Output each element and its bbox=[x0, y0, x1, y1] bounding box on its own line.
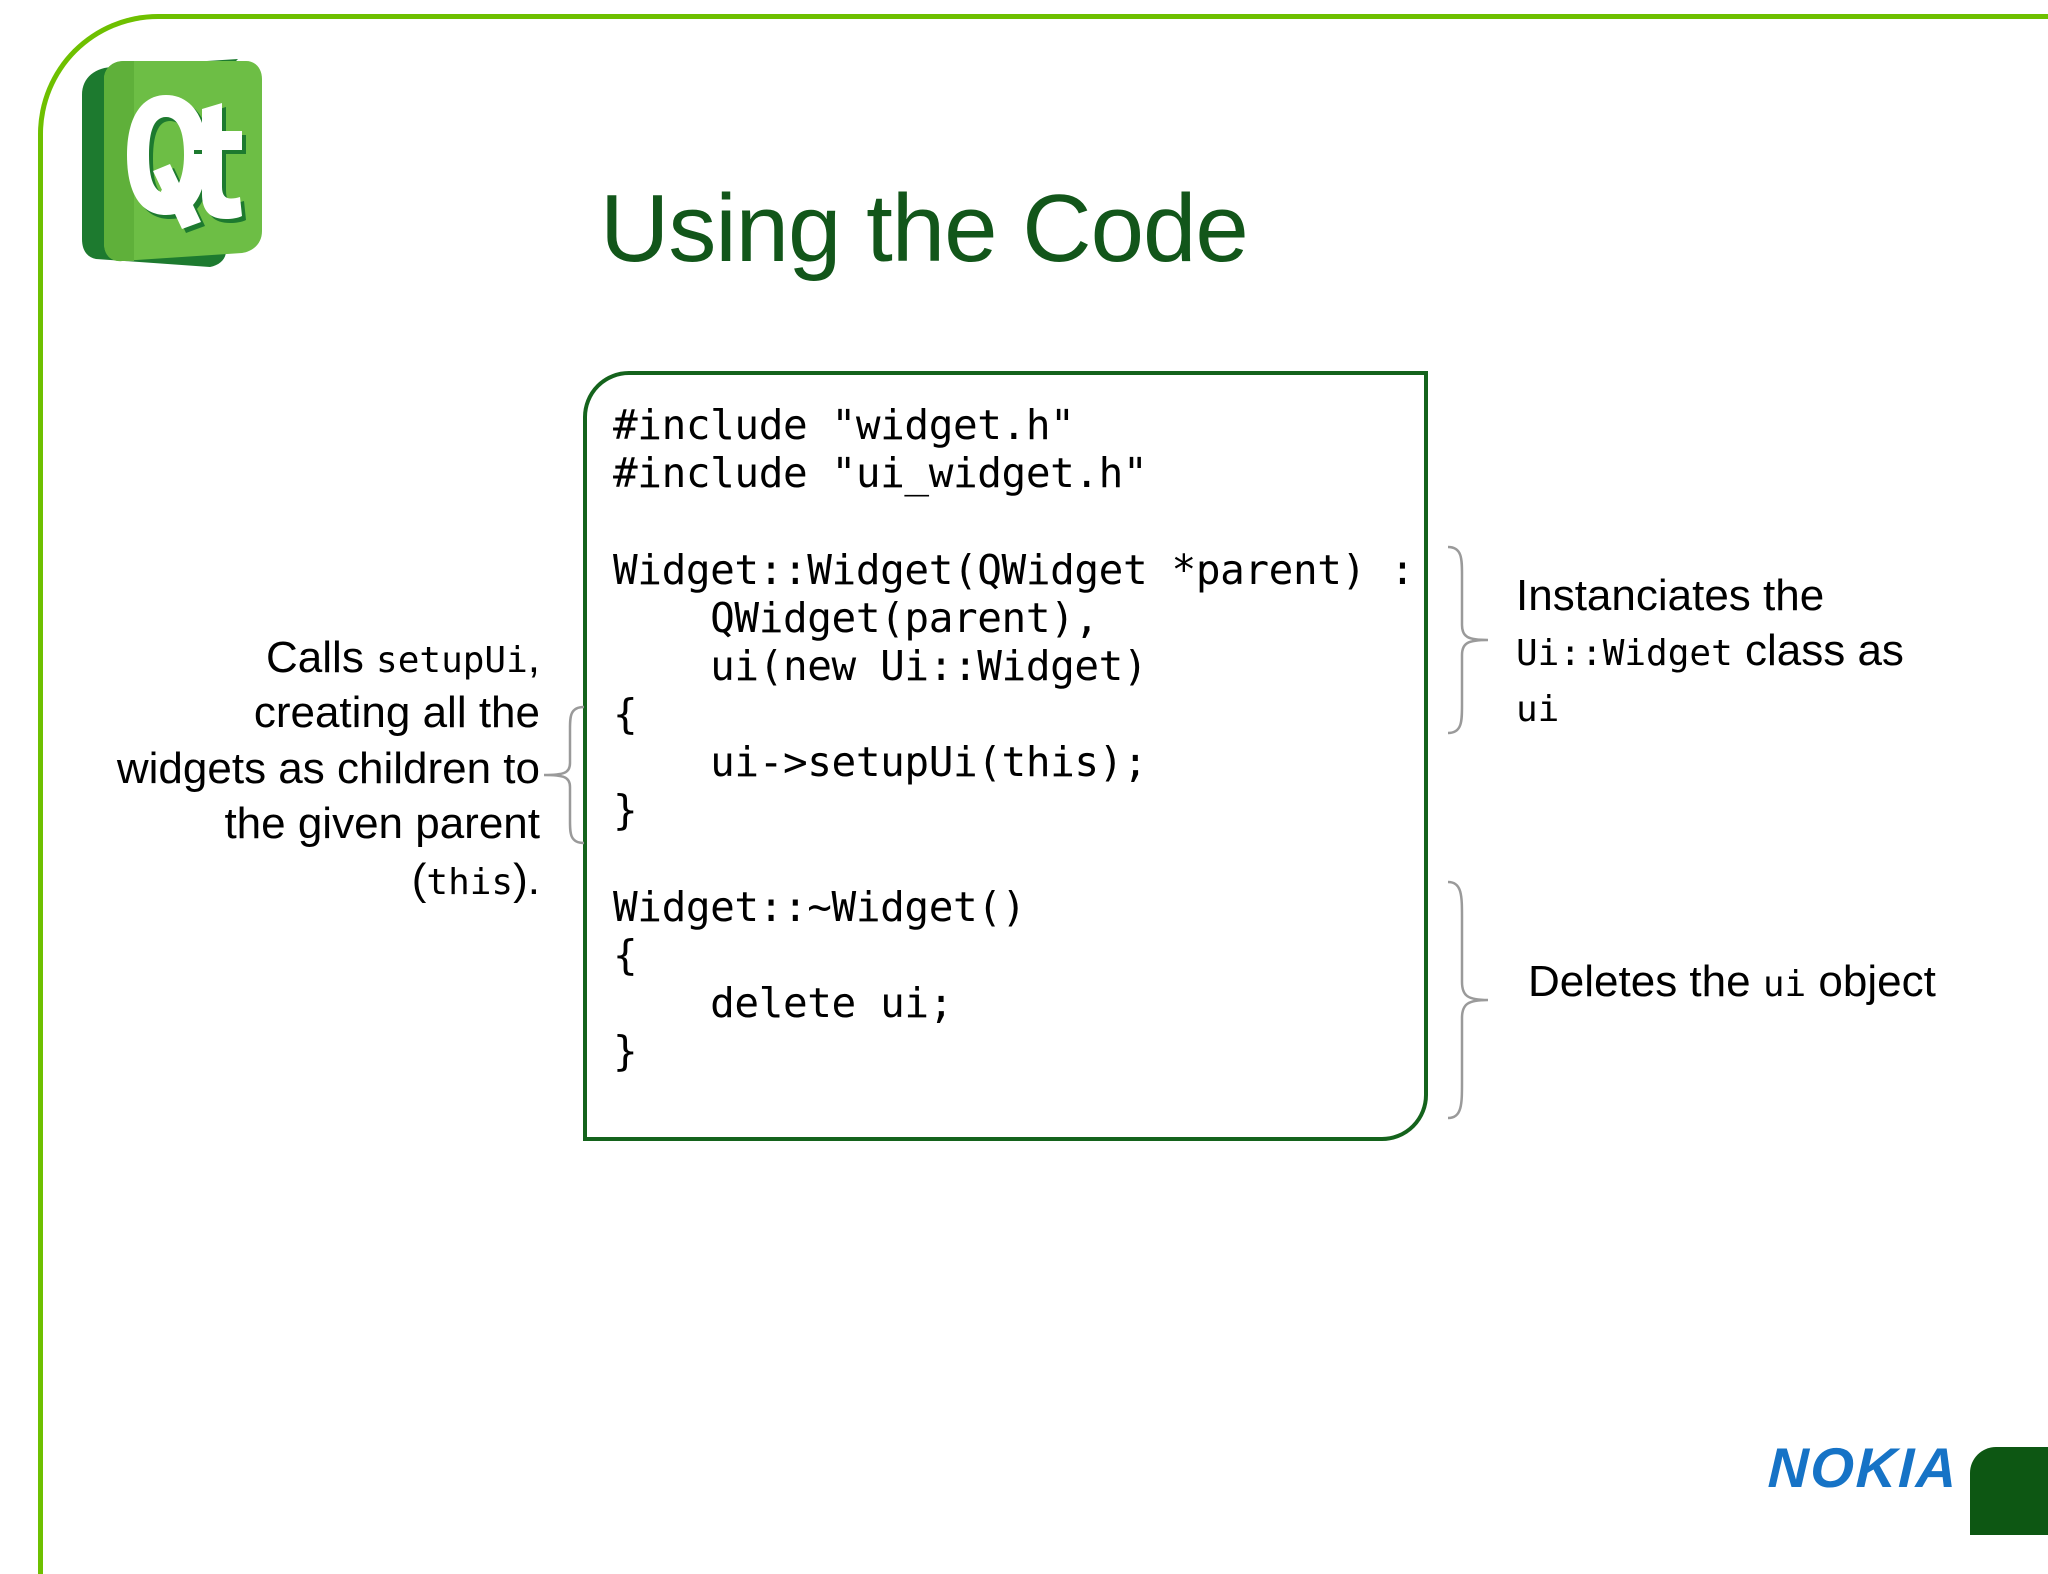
code-panel: #include "widget.h" #include "ui_widget.… bbox=[583, 371, 1428, 1141]
annotation-left-seg-1: setupUi bbox=[376, 640, 528, 681]
annotation-right-top-seg-0: Instanciates the bbox=[1516, 571, 1825, 620]
brace-right-top-connector bbox=[1440, 545, 1492, 735]
slide-canvas: Using the Code #include "widget.h" #incl… bbox=[38, 14, 2048, 1574]
annotation-right-top-seg-1: Ui::Widget bbox=[1516, 633, 1733, 675]
annotation-left-seg-0: Calls bbox=[266, 633, 377, 682]
annotation-right-bottom-seg-2: object bbox=[1806, 957, 1936, 1006]
nokia-logo: NOKIA bbox=[1766, 1436, 1960, 1499]
annotation-right-top-seg-2: class as bbox=[1732, 626, 1904, 676]
annotation-right-bottom-seg-1: ui bbox=[1762, 964, 1807, 1005]
annotation-left-seg-3: this bbox=[426, 861, 514, 903]
calls-setupui-annotation: Calls setupUi, creating all the widgets … bbox=[105, 630, 540, 907]
annotation-left-seg-2: , creating all the widgets as children t… bbox=[116, 633, 540, 904]
brace-right-bottom-connector bbox=[1440, 880, 1492, 1120]
annotation-right-bottom-seg-0: Deletes the bbox=[1528, 957, 1763, 1006]
page-title: Using the Code bbox=[600, 175, 1249, 283]
brace-left-connector bbox=[540, 705, 588, 845]
code-block: #include "widget.h" #include "ui_widget.… bbox=[613, 401, 1415, 1076]
annotation-right-top-seg-3: ui bbox=[1516, 688, 1560, 730]
qt-logo bbox=[70, 55, 265, 270]
annotation-left-seg-4: ). bbox=[513, 854, 540, 904]
instanciates-ui-widget-annotation: Instanciates the Ui::Widget class as ui bbox=[1516, 568, 1936, 734]
deletes-ui-object-annotation: Deletes the ui object bbox=[1528, 954, 1948, 1009]
corner-accent-block bbox=[1970, 1447, 2048, 1535]
